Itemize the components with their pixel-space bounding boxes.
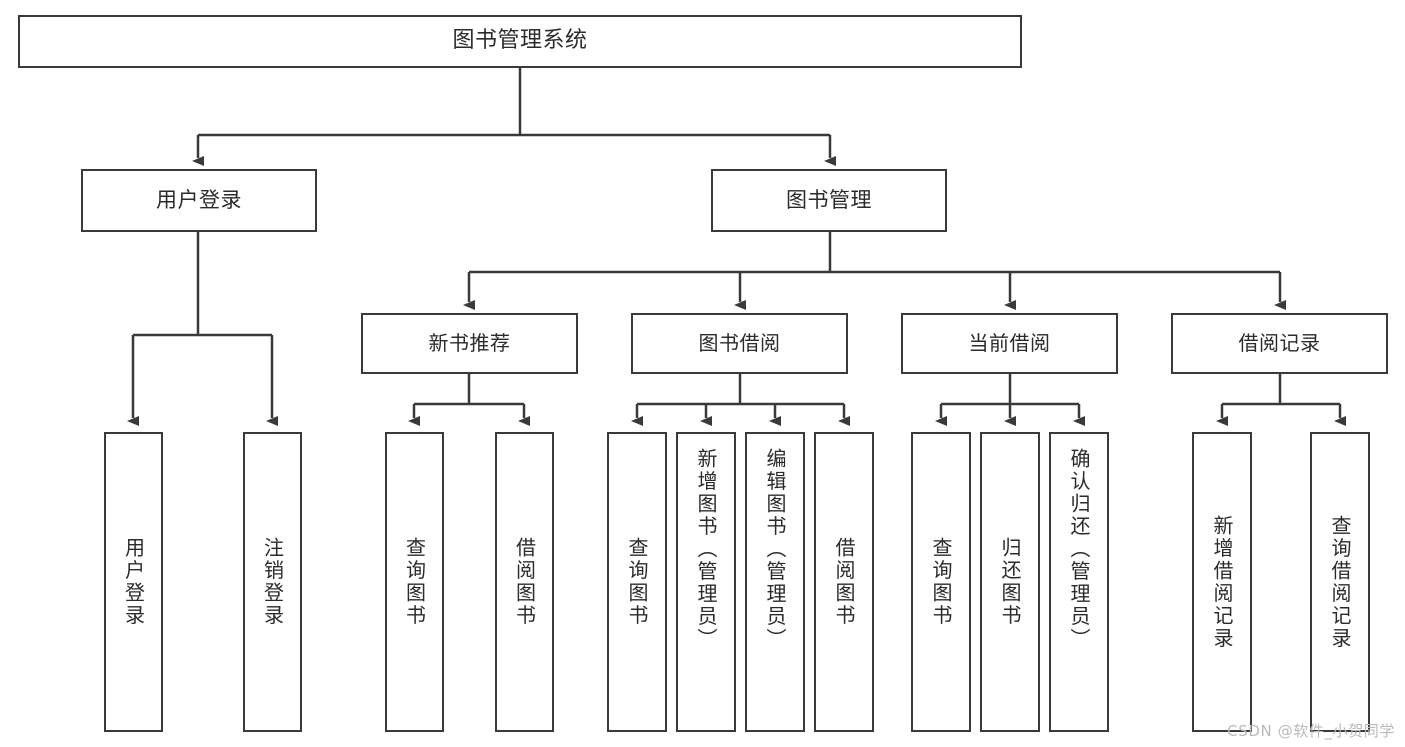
- node-label: 归还图书: [998, 537, 1022, 627]
- leaf-add-borrow-record[interactable]: 新增借阅记录: [1192, 432, 1252, 732]
- node-label: 用户登录: [156, 187, 242, 212]
- node-label: 查询借阅记录: [1328, 514, 1352, 650]
- leaf-query-borrow-record[interactable]: 查询借阅记录: [1310, 432, 1370, 732]
- node-label: 借阅图书: [832, 537, 856, 627]
- node-user-login[interactable]: 用户登录: [81, 169, 317, 232]
- node-current-borrow[interactable]: 当前借阅: [901, 313, 1118, 374]
- node-label: 新增图书（管理员）: [694, 448, 718, 651]
- node-label: 新书推荐: [428, 331, 511, 356]
- node-label: 当前借阅: [968, 331, 1051, 356]
- leaf-query-book-current[interactable]: 查询图书: [911, 432, 971, 732]
- leaf-logout[interactable]: 注销登录: [243, 432, 302, 732]
- node-label: 图书管理: [786, 187, 872, 212]
- node-label: 图书管理系统: [452, 28, 588, 54]
- leaf-user-login[interactable]: 用户登录: [104, 432, 163, 732]
- node-label: 查询图书: [402, 537, 427, 627]
- leaf-borrow-book-recommend[interactable]: 借阅图书: [495, 432, 554, 732]
- node-label: 注销登录: [260, 537, 285, 627]
- node-root-system[interactable]: 图书管理系统: [18, 15, 1022, 68]
- leaf-return-book[interactable]: 归还图书: [980, 432, 1040, 732]
- node-new-book-recommend[interactable]: 新书推荐: [361, 313, 578, 374]
- csdn-watermark: CSDN @软件_小贺同学: [1227, 722, 1395, 740]
- node-book-borrow[interactable]: 图书借阅: [631, 313, 848, 374]
- node-label: 查询图书: [929, 537, 953, 627]
- node-borrow-record[interactable]: 借阅记录: [1171, 313, 1388, 374]
- leaf-add-book-admin[interactable]: 新增图书（管理员）: [676, 432, 736, 732]
- node-label: 编辑图书（管理员）: [763, 448, 787, 651]
- leaf-query-book-borrow[interactable]: 查询图书: [607, 432, 667, 732]
- node-book-management[interactable]: 图书管理: [711, 169, 947, 232]
- node-label: 借阅图书: [512, 537, 537, 627]
- node-label: 确认归还（管理员）: [1067, 448, 1091, 651]
- leaf-edit-book-admin[interactable]: 编辑图书（管理员）: [745, 432, 805, 732]
- node-label: 查询图书: [625, 537, 649, 627]
- leaf-query-book-recommend[interactable]: 查询图书: [385, 432, 444, 732]
- leaf-confirm-return-admin[interactable]: 确认归还（管理员）: [1049, 432, 1109, 732]
- node-label: 新增借阅记录: [1210, 514, 1234, 650]
- node-label: 用户登录: [121, 537, 146, 627]
- node-label: 图书借阅: [698, 331, 781, 356]
- node-label: 借阅记录: [1238, 331, 1321, 356]
- leaf-borrow-book[interactable]: 借阅图书: [814, 432, 874, 732]
